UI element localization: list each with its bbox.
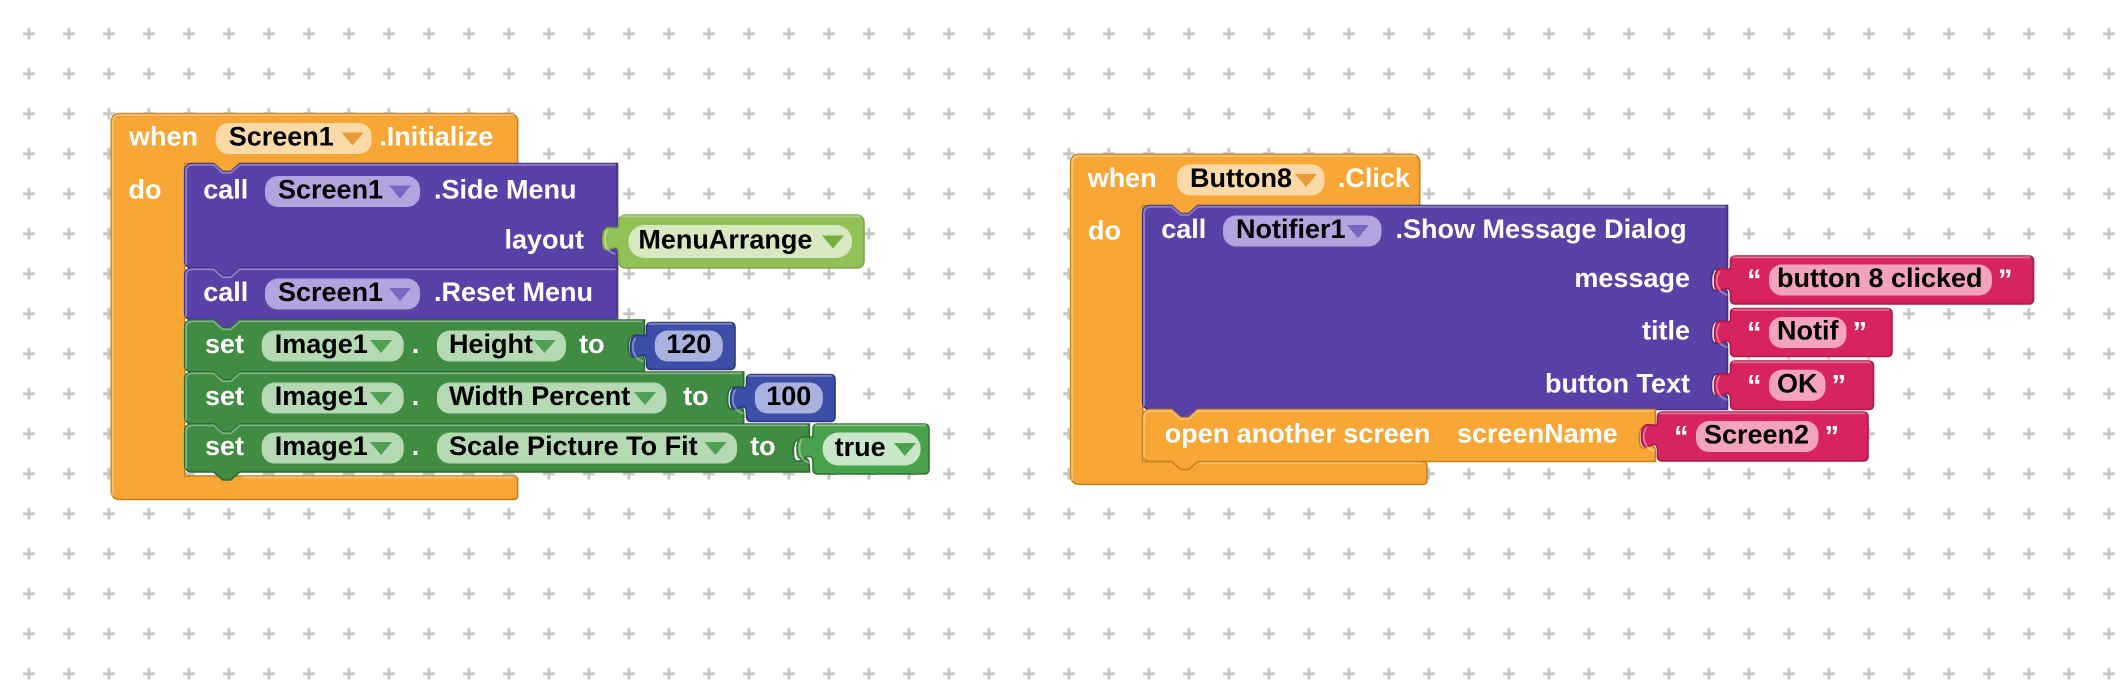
svg-text:Width Percent: Width Percent <box>449 381 630 411</box>
svg-text:Height: Height <box>449 329 533 359</box>
svg-text:call: call <box>1161 214 1206 244</box>
svg-text:set: set <box>205 431 244 461</box>
svg-text:to: to <box>750 431 775 461</box>
svg-text:”: ” <box>1853 317 1868 349</box>
svg-text:.Initialize: .Initialize <box>379 122 493 152</box>
svg-text:Image1: Image1 <box>275 431 368 461</box>
svg-text:title: title <box>1642 316 1690 346</box>
svg-text:call: call <box>203 175 248 205</box>
svg-text:.Side Menu: .Side Menu <box>434 175 577 205</box>
svg-text:MenuArrange: MenuArrange <box>638 225 812 255</box>
svg-text:Screen1: Screen1 <box>278 175 383 205</box>
svg-text:do: do <box>1088 216 1121 246</box>
svg-text:Image1: Image1 <box>275 329 368 359</box>
svg-text:Screen1: Screen1 <box>278 277 383 307</box>
svg-text:Notif: Notif <box>1777 316 1839 346</box>
svg-text:“: “ <box>1747 370 1762 402</box>
svg-text:.: . <box>412 381 420 411</box>
svg-text:Button8: Button8 <box>1190 163 1292 193</box>
svg-text:.Show Message Dialog: .Show Message Dialog <box>1396 214 1687 244</box>
svg-text:when: when <box>128 122 198 152</box>
svg-text:.Reset Menu: .Reset Menu <box>434 277 593 307</box>
svg-text:do: do <box>129 175 162 205</box>
svg-text:”: ” <box>1825 421 1840 453</box>
svg-text:120: 120 <box>666 329 711 359</box>
svg-text:”: ” <box>1998 265 2013 297</box>
svg-text:button 8 clicked: button 8 clicked <box>1777 263 1983 293</box>
svg-text:to: to <box>579 329 604 359</box>
svg-text:layout: layout <box>504 225 584 255</box>
svg-text:open another screen: open another screen <box>1165 419 1431 449</box>
svg-text:Screen1: Screen1 <box>229 122 334 152</box>
svg-text:.: . <box>412 329 420 359</box>
svg-text:OK: OK <box>1777 368 1818 398</box>
svg-text:true: true <box>835 432 886 462</box>
svg-text:set: set <box>205 329 244 359</box>
svg-text:Scale Picture To Fit: Scale Picture To Fit <box>449 431 698 461</box>
svg-text:Image1: Image1 <box>275 381 368 411</box>
svg-text:set: set <box>205 381 244 411</box>
svg-text:to: to <box>683 381 708 411</box>
svg-text:message: message <box>1574 263 1690 293</box>
svg-text:“: “ <box>1674 421 1689 453</box>
svg-text:.Click: .Click <box>1338 163 1411 193</box>
svg-text:.: . <box>412 431 420 461</box>
svg-text:100: 100 <box>766 381 811 411</box>
svg-text:Screen2: Screen2 <box>1704 420 1809 450</box>
svg-text:call: call <box>203 277 248 307</box>
svg-text:when: when <box>1087 163 1157 193</box>
svg-text:Notifier1: Notifier1 <box>1236 214 1346 244</box>
svg-text:“: “ <box>1747 317 1762 349</box>
svg-text:button Text: button Text <box>1545 368 1690 398</box>
svg-text:”: ” <box>1832 370 1847 402</box>
svg-text:“: “ <box>1747 265 1762 297</box>
svg-text:screenName: screenName <box>1457 419 1618 449</box>
